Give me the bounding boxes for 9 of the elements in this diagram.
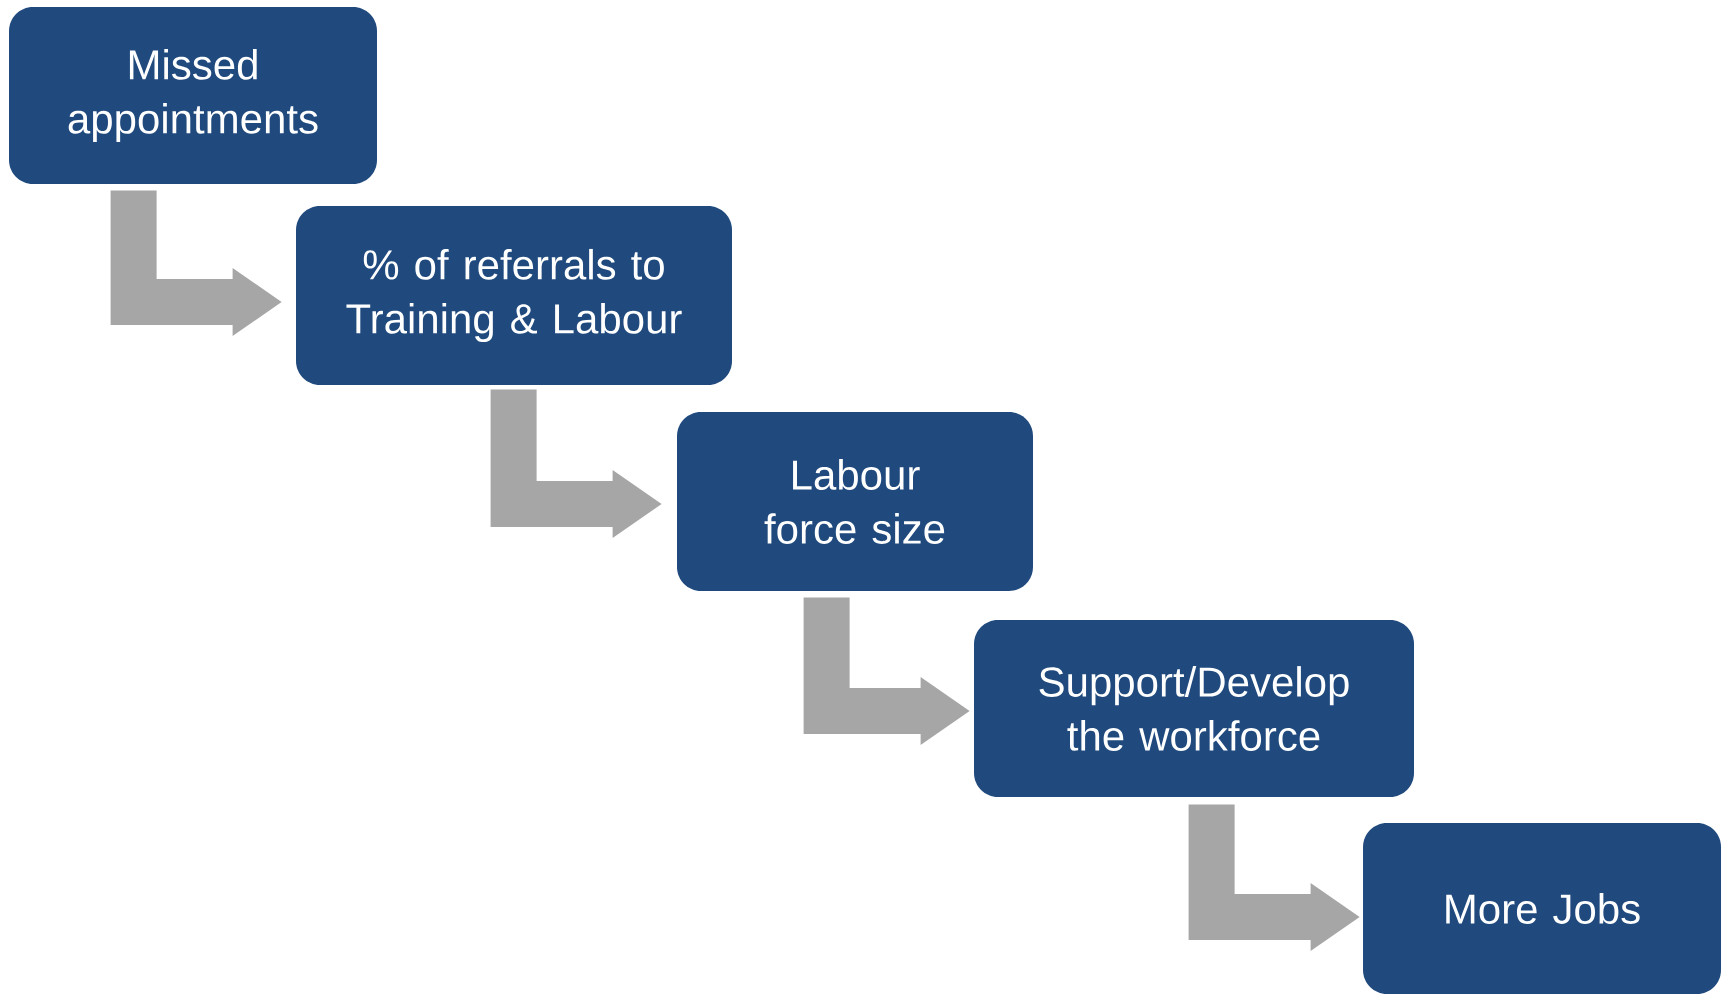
bent-arrow <box>490 389 662 538</box>
process-box: More Jobs <box>1363 823 1721 994</box>
bent-arrow <box>803 597 970 745</box>
process-box: Labour force size <box>677 412 1033 591</box>
bent-arrow <box>110 190 282 336</box>
bent-arrow <box>1188 804 1360 951</box>
process-box: Support/Develop the workforce <box>974 620 1414 797</box>
process-box: Missed appointments <box>9 7 377 184</box>
process-box: % of referrals to Training & Labour <box>296 206 732 385</box>
